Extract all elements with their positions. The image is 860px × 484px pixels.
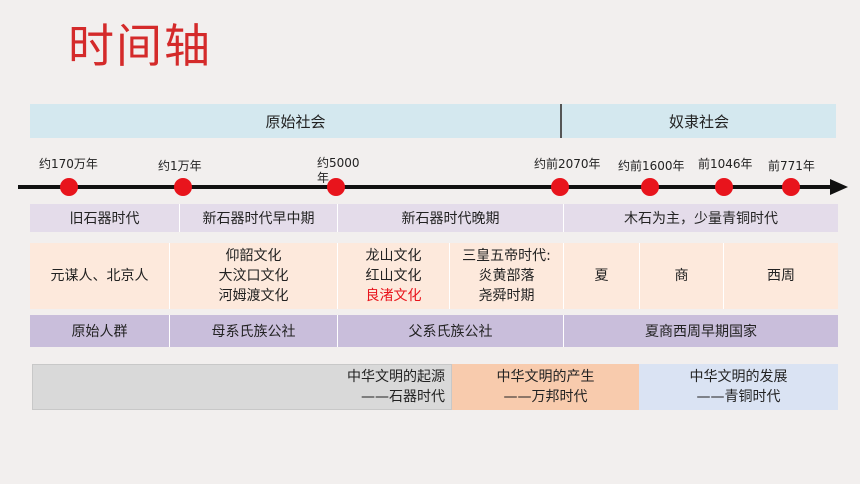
page-title: 时间轴 [68, 19, 212, 73]
culture-cell: 元谋人、北京人 [30, 243, 170, 309]
timeline-dot [715, 178, 733, 196]
slave-society-label: 奴隶社会 [668, 112, 729, 131]
timeline-dot [641, 178, 659, 196]
timeline-dot [174, 178, 192, 196]
social-cell: 夏商西周早期国家 [564, 315, 838, 347]
dynasty-label: 夏 [594, 268, 609, 284]
tool-era-label: 新石器时代晚期 [401, 211, 500, 227]
dynasty-cell-xia: 夏 [564, 243, 640, 309]
social-label: 父系氏族公社 [408, 324, 493, 340]
social-cell: 母系氏族公社 [170, 315, 338, 347]
primitive-society-band: 原始社会 [30, 104, 561, 138]
timeline-dot [327, 178, 345, 196]
tool-era-cell: 新石器时代早中期 [180, 204, 338, 232]
social-label: 母系氏族公社 [211, 324, 296, 340]
timeline-label: 前1046年 [698, 157, 753, 171]
culture-text: 三皇五帝时代: [462, 248, 551, 264]
tool-era-label: 木石为主，少量青铜时代 [624, 211, 778, 227]
civ-develop-title: 中华文明的发展 [689, 369, 788, 385]
dynasty-label: 商 [674, 268, 689, 284]
social-cell: 原始人群 [30, 315, 170, 347]
tool-era-label: 新石器时代早中期 [202, 211, 315, 227]
axis-arrowhead [830, 179, 848, 195]
timeline-dot [782, 178, 800, 196]
civ-birth-title: 中华文明的产生 [496, 369, 595, 385]
civ-develop-band: 中华文明的发展 ——青铜时代 [639, 364, 838, 410]
culture-cell: 龙山文化 红山文化 良渚文化 [338, 243, 450, 309]
timeline-dot [60, 178, 78, 196]
society-divider [560, 104, 562, 138]
culture-text: 龙山文化 [365, 248, 422, 264]
civ-birth-band: 中华文明的产生 ——万邦时代 [452, 364, 639, 410]
social-cell: 父系氏族公社 [338, 315, 564, 347]
timeline-label: 约1万年 [158, 159, 202, 173]
culture-text: 尧舜时期 [478, 288, 535, 304]
civ-birth-subtitle: ——万邦时代 [503, 389, 588, 405]
timeline-label: 约170万年 [39, 157, 98, 171]
tool-era-cell: 木石为主，少量青铜时代 [564, 204, 838, 232]
slave-society-band: 奴隶社会 [562, 104, 836, 138]
civ-origin-title: 中华文明的起源 [347, 369, 445, 385]
dynasty-label: 西周 [767, 268, 795, 284]
dynasty-cell-xizhou: 西周 [724, 243, 838, 309]
tool-era-cell: 旧石器时代 [30, 204, 180, 232]
culture-text-highlight: 良渚文化 [365, 288, 422, 304]
culture-text: 大汶口文化 [218, 268, 289, 284]
civ-origin-subtitle: ——石器时代 [361, 389, 445, 405]
culture-text: 炎黄部落 [478, 268, 535, 284]
culture-text: 仰韶文化 [225, 248, 282, 264]
tool-era-label: 旧石器时代 [69, 211, 140, 227]
timeline-dot [551, 178, 569, 196]
culture-text: 红山文化 [365, 268, 422, 284]
culture-cell: 仰韶文化 大汶口文化 河姆渡文化 [170, 243, 338, 309]
timeline-label: 约前2070年 [534, 157, 601, 171]
civ-origin-band: 中华文明的起源 ——石器时代 [32, 364, 452, 410]
culture-text: 元谋人、北京人 [50, 268, 149, 284]
timeline-label: 约5000年 [317, 156, 360, 183]
culture-cell: 三皇五帝时代: 炎黄部落 尧舜时期 [450, 243, 564, 309]
culture-text: 河姆渡文化 [218, 288, 289, 304]
timeline-axis [18, 179, 848, 195]
primitive-society-label: 原始社会 [265, 112, 326, 131]
social-label: 原始人群 [71, 324, 128, 340]
dynasty-cell-shang: 商 [640, 243, 724, 309]
tool-era-cell: 新石器时代晚期 [338, 204, 564, 232]
social-label: 夏商西周早期国家 [645, 324, 757, 340]
timeline-label: 前771年 [768, 159, 815, 173]
timeline-label: 约前1600年 [618, 159, 685, 173]
civ-develop-subtitle: ——青铜时代 [696, 389, 781, 405]
